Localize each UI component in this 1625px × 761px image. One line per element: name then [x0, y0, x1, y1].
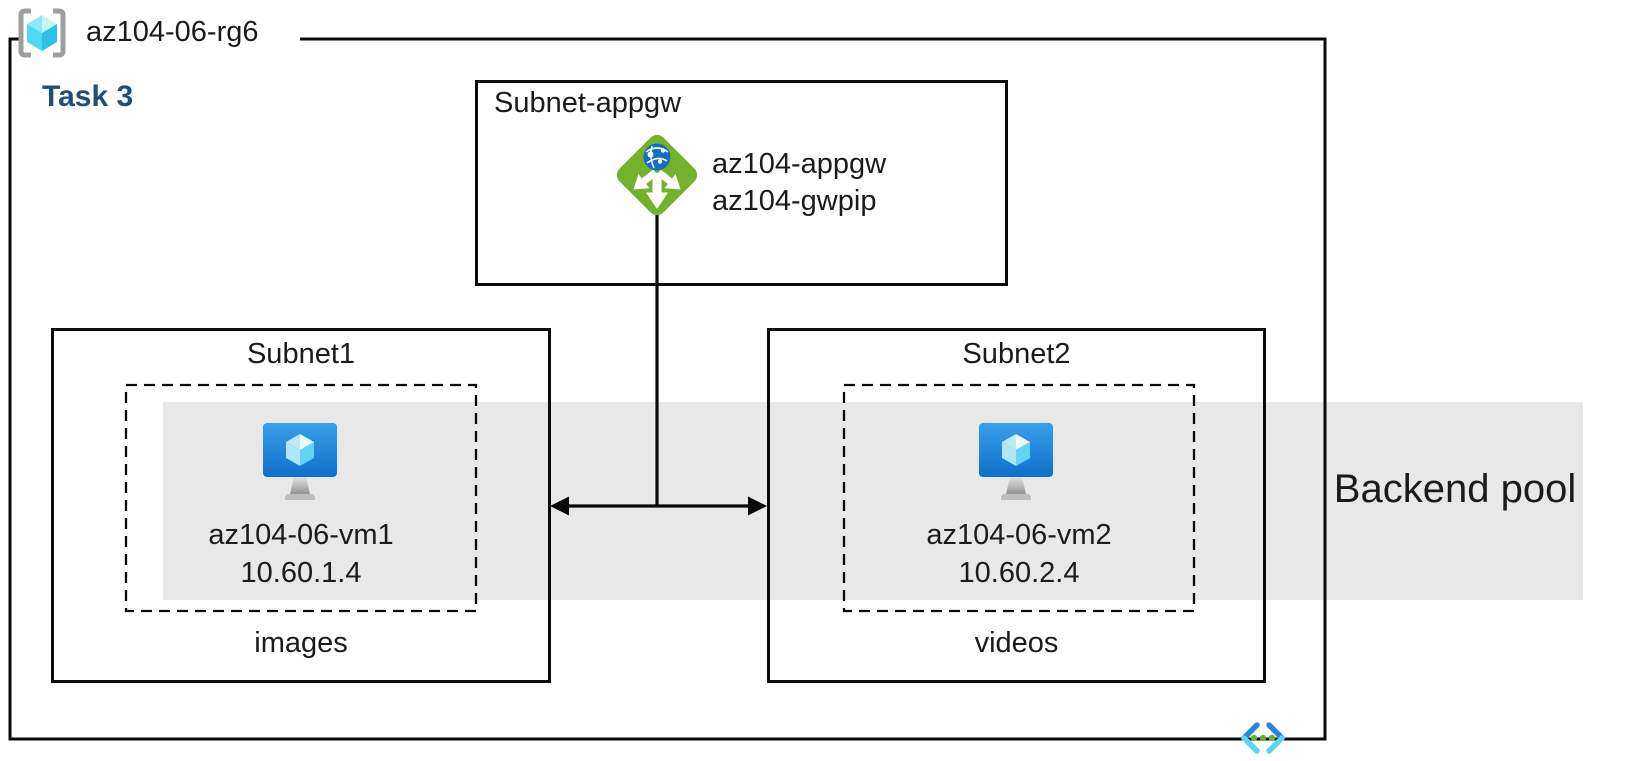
- subnet1-storage-label: images: [254, 627, 348, 659]
- subnet2-storage-label: videos: [974, 627, 1059, 659]
- subnet1-box: [51, 328, 551, 683]
- vm2-name: az104-06-vm2: [926, 519, 1112, 551]
- virtual-machine-icon: [979, 423, 1053, 500]
- vm1-labels: az104-06-vm1 10.60.1.4: [125, 516, 477, 592]
- backend-pool-label: Backend pool: [1333, 467, 1577, 511]
- backend-pool-band: [163, 402, 1583, 600]
- subnet-link-arrowhead-left: [550, 496, 569, 516]
- virtual-machine-icon: [263, 423, 337, 500]
- appgw-public-ip-name: az104-gwpip: [712, 185, 877, 217]
- resource-group-title: az104-06-rg6: [86, 16, 259, 48]
- subnet2-box: [767, 328, 1266, 683]
- resource-group-icon: [18, 8, 66, 58]
- vm2-labels: az104-06-vm2 10.60.2.4: [843, 516, 1195, 592]
- subnet1-title: Subnet1: [246, 338, 356, 370]
- subnet2-title: Subnet2: [962, 338, 1071, 370]
- task-label: Task 3: [42, 80, 134, 113]
- appgw-name: az104-appgw: [712, 148, 887, 180]
- application-gateway-icon: [616, 134, 698, 216]
- subnet-appgw-title: Subnet-appgw: [494, 87, 682, 119]
- appgw-labels: az104-appgw az104-gwpip: [712, 146, 886, 220]
- virtual-network-icon: [1241, 722, 1285, 754]
- vm2-ip: 10.60.2.4: [958, 557, 1080, 589]
- subnet-appgw-box: [475, 80, 1008, 286]
- resource-group-border: [8, 37, 1327, 741]
- subnet-link-arrowhead-right: [748, 496, 767, 516]
- vm1-name: az104-06-vm1: [208, 519, 394, 551]
- vm1-ip: 10.60.1.4: [240, 557, 362, 589]
